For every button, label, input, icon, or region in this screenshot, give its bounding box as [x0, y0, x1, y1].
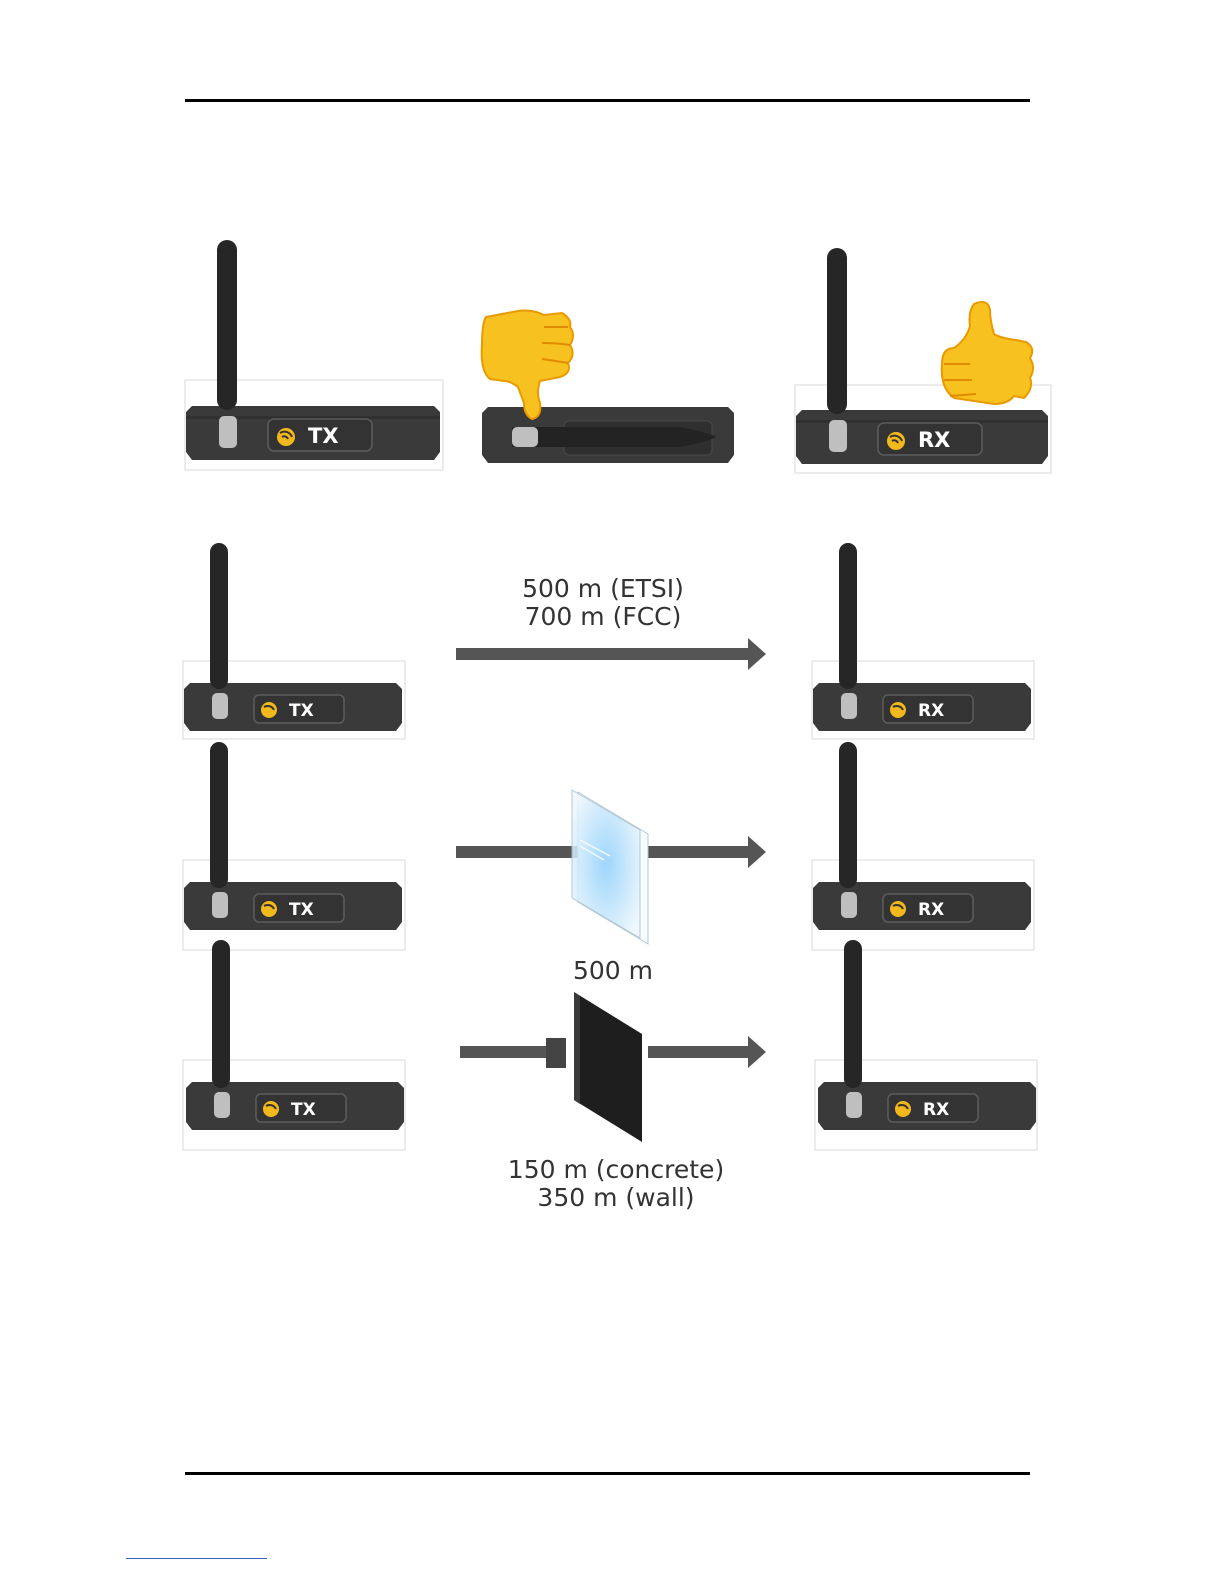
bottom-rule [185, 1472, 1030, 1475]
tx-device-vertical-antenna: TX [184, 240, 444, 472]
rx-device-vertical-antenna: RX [794, 248, 1054, 476]
arrow-right-icon [456, 636, 768, 676]
thumbs-up-icon [942, 302, 1033, 404]
open-air-range-line2: 700 m (FCC) [490, 603, 716, 631]
tx-label: TX [308, 424, 339, 448]
rx-label: RX [918, 701, 944, 721]
footer-link-underline[interactable] [126, 1558, 267, 1559]
glass-pane-icon [568, 788, 654, 948]
rx-label: RX [918, 900, 944, 920]
open-air-range-line1: 500 m (ETSI) [490, 575, 716, 603]
tx-label: TX [289, 701, 314, 721]
tx-device: TX [182, 742, 406, 952]
rx-label: RX [918, 428, 950, 452]
signal-logo-icon [277, 428, 295, 446]
tx-device: TX [182, 940, 406, 1152]
obstacle-range-line1: 150 m (concrete) [480, 1156, 752, 1184]
rx-device: RX [814, 940, 1038, 1152]
thumbs-down-icon [482, 311, 573, 420]
rx-device: RX [811, 742, 1035, 952]
obstacle-range-line2: 350 m (wall) [480, 1184, 752, 1212]
tx-label: TX [289, 900, 314, 920]
rx-label: RX [923, 1100, 949, 1120]
tx-label: TX [291, 1100, 316, 1120]
top-rule [185, 99, 1030, 102]
arrow-right-icon [648, 1032, 770, 1072]
rx-device: RX [811, 543, 1035, 741]
glass-range-label: 500 m [540, 957, 686, 985]
horizontal-antenna-device [480, 305, 740, 467]
wall-icon [572, 990, 646, 1144]
wall-arrow-segment [460, 1036, 570, 1072]
tx-device: TX [182, 543, 406, 741]
